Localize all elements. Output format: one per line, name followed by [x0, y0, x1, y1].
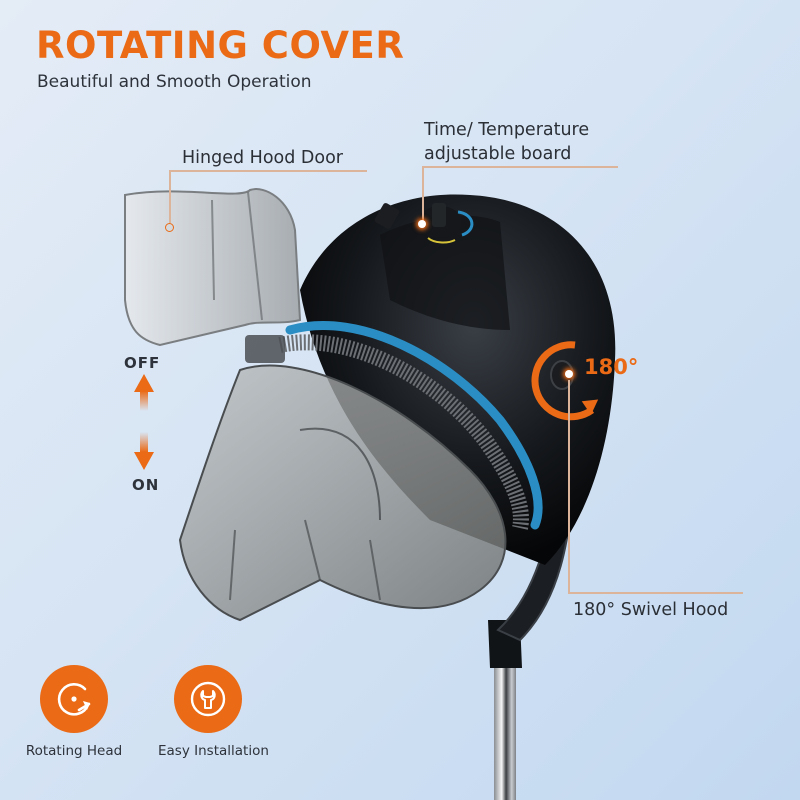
on-label: ON	[132, 476, 160, 494]
control-board-marker-icon	[418, 220, 426, 228]
wrench-icon	[190, 681, 226, 717]
leader-line	[422, 166, 424, 221]
leader-line	[169, 170, 171, 223]
hinged-door-marker-icon	[165, 223, 174, 232]
off-label: OFF	[124, 354, 161, 372]
callout-hinged-door: Hinged Hood Door	[182, 148, 343, 168]
stand-pole	[494, 660, 516, 800]
page-title: ROTATING COVER	[36, 24, 405, 67]
callout-control-board-line1: Time/ Temperature	[424, 120, 590, 140]
rotation-arc	[531, 341, 595, 421]
up-down-arrow-icon	[134, 374, 154, 470]
leader-line	[568, 380, 570, 593]
feature-badge	[40, 665, 108, 733]
swivel-marker-icon	[565, 370, 573, 378]
feature-label: Easy Installation	[158, 743, 269, 759]
rotate-icon	[57, 683, 91, 716]
callout-control-board-line2: adjustable board	[424, 144, 572, 164]
feature-badge	[174, 665, 242, 733]
feature-rotating-head: Rotating Head	[24, 665, 124, 759]
leader-line	[568, 592, 743, 594]
callout-swivel-hood: 180° Swivel Hood	[573, 600, 729, 620]
callout-control-board: Time/ Temperature adjustable board	[424, 118, 589, 166]
feature-easy-installation: Easy Installation	[158, 665, 269, 759]
rotation-angle-label: 180°	[584, 355, 639, 379]
leader-line	[169, 170, 367, 172]
feature-label: Rotating Head	[25, 743, 123, 759]
page-subtitle: Beautiful and Smooth Operation	[37, 72, 312, 92]
leader-line	[422, 166, 618, 168]
